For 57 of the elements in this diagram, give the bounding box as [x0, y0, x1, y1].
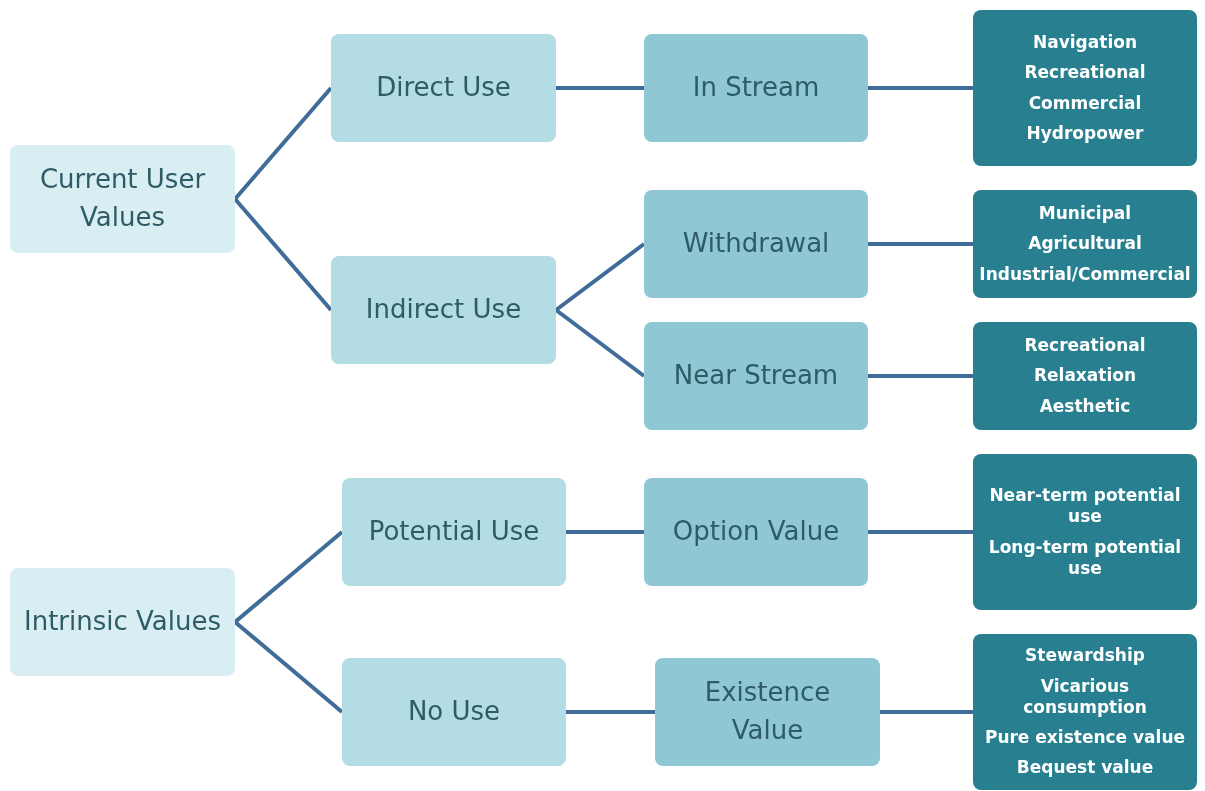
examples-box [973, 322, 1197, 430]
box-text: Current User Values [38, 163, 207, 234]
connector-line [233, 620, 344, 714]
connector-line [233, 86, 333, 201]
examples-box [973, 190, 1197, 298]
connector-line [868, 530, 973, 534]
use-type-box [342, 658, 566, 766]
use-type-box [342, 478, 566, 586]
box-text: Intrinsic Values [24, 605, 221, 639]
connector-line [554, 308, 646, 378]
box-text: Agricultural [1028, 233, 1142, 255]
category-box [10, 145, 235, 253]
connector-line [566, 710, 655, 714]
box-text: Commercial [1028, 92, 1142, 114]
box-text: Near-term potential use [988, 485, 1182, 528]
examples-box [973, 10, 1197, 166]
box-text: Option Value [672, 515, 840, 549]
box-text: Near Stream [673, 359, 839, 393]
use-type-box [331, 256, 556, 364]
connector-line [880, 710, 973, 714]
box-text: Municipal [1038, 203, 1132, 225]
box-text: Recreational [1024, 335, 1146, 357]
box-text: Hydropower [1026, 122, 1144, 144]
box-text: Navigation [1033, 32, 1137, 54]
box-text: Bequest value [1016, 757, 1154, 779]
box-text: Pure existence value [984, 727, 1186, 749]
connector-line [566, 530, 644, 534]
box-text: Recreational [1024, 62, 1146, 84]
value-type-box [655, 658, 880, 766]
connector-line [868, 374, 973, 378]
box-text: Stewardship [1025, 645, 1145, 667]
examples-box [973, 454, 1197, 610]
connector-line [554, 242, 646, 312]
box-text: Relaxation [1033, 365, 1137, 387]
connector-line [233, 530, 344, 624]
use-type-box [331, 34, 556, 142]
box-text: Indirect Use [365, 293, 522, 327]
connector-line [868, 242, 973, 246]
box-text: In Stream [692, 71, 820, 105]
value-type-box [644, 478, 868, 586]
box-text: Aesthetic [1039, 395, 1131, 417]
value-type-box [644, 34, 868, 142]
box-text: Existence Value [703, 676, 832, 747]
examples-box [973, 634, 1197, 790]
value-type-box [644, 190, 868, 298]
box-text: Direct Use [376, 71, 511, 105]
box-text: Long-term potential use [987, 536, 1183, 579]
category-box [10, 568, 235, 676]
box-text: Potential Use [368, 515, 540, 549]
box-text: No Use [407, 695, 501, 729]
box-text: Industrial/Commercial [979, 263, 1191, 285]
value-type-box [644, 322, 868, 430]
box-text: Withdrawal [682, 227, 830, 261]
connector-line [233, 197, 333, 312]
connector-line [556, 86, 644, 90]
box-text: Vicarious consumption [1022, 675, 1148, 719]
connector-line [868, 86, 973, 90]
